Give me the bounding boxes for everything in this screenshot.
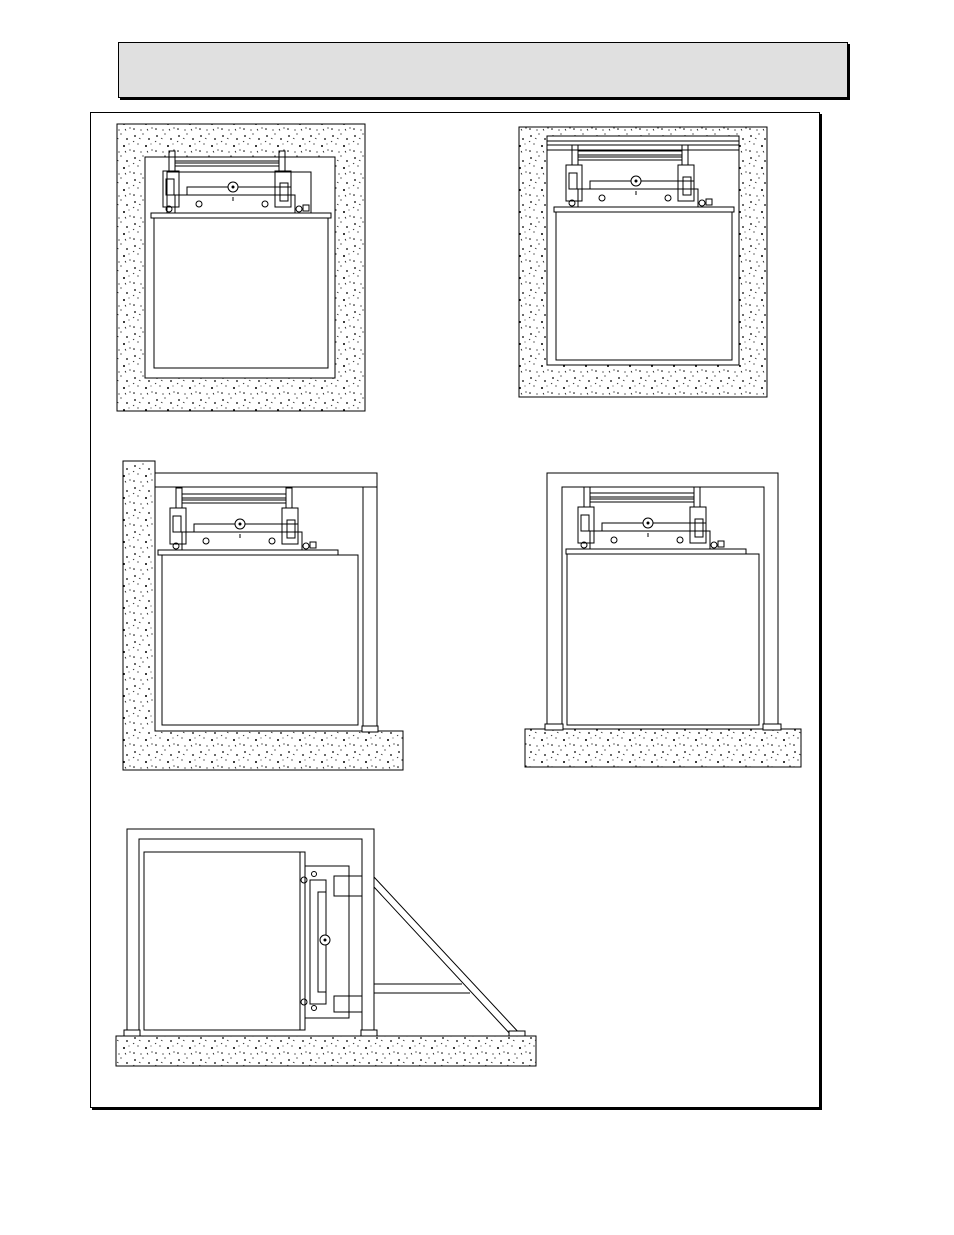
wall-channel-crossbeam-install	[519, 127, 767, 397]
freestanding-frame-install	[525, 473, 801, 767]
concrete-wall-surround-install	[117, 124, 365, 411]
horizontal-braced-frame-install	[116, 829, 536, 1066]
single-wall-frame-install	[123, 461, 403, 770]
